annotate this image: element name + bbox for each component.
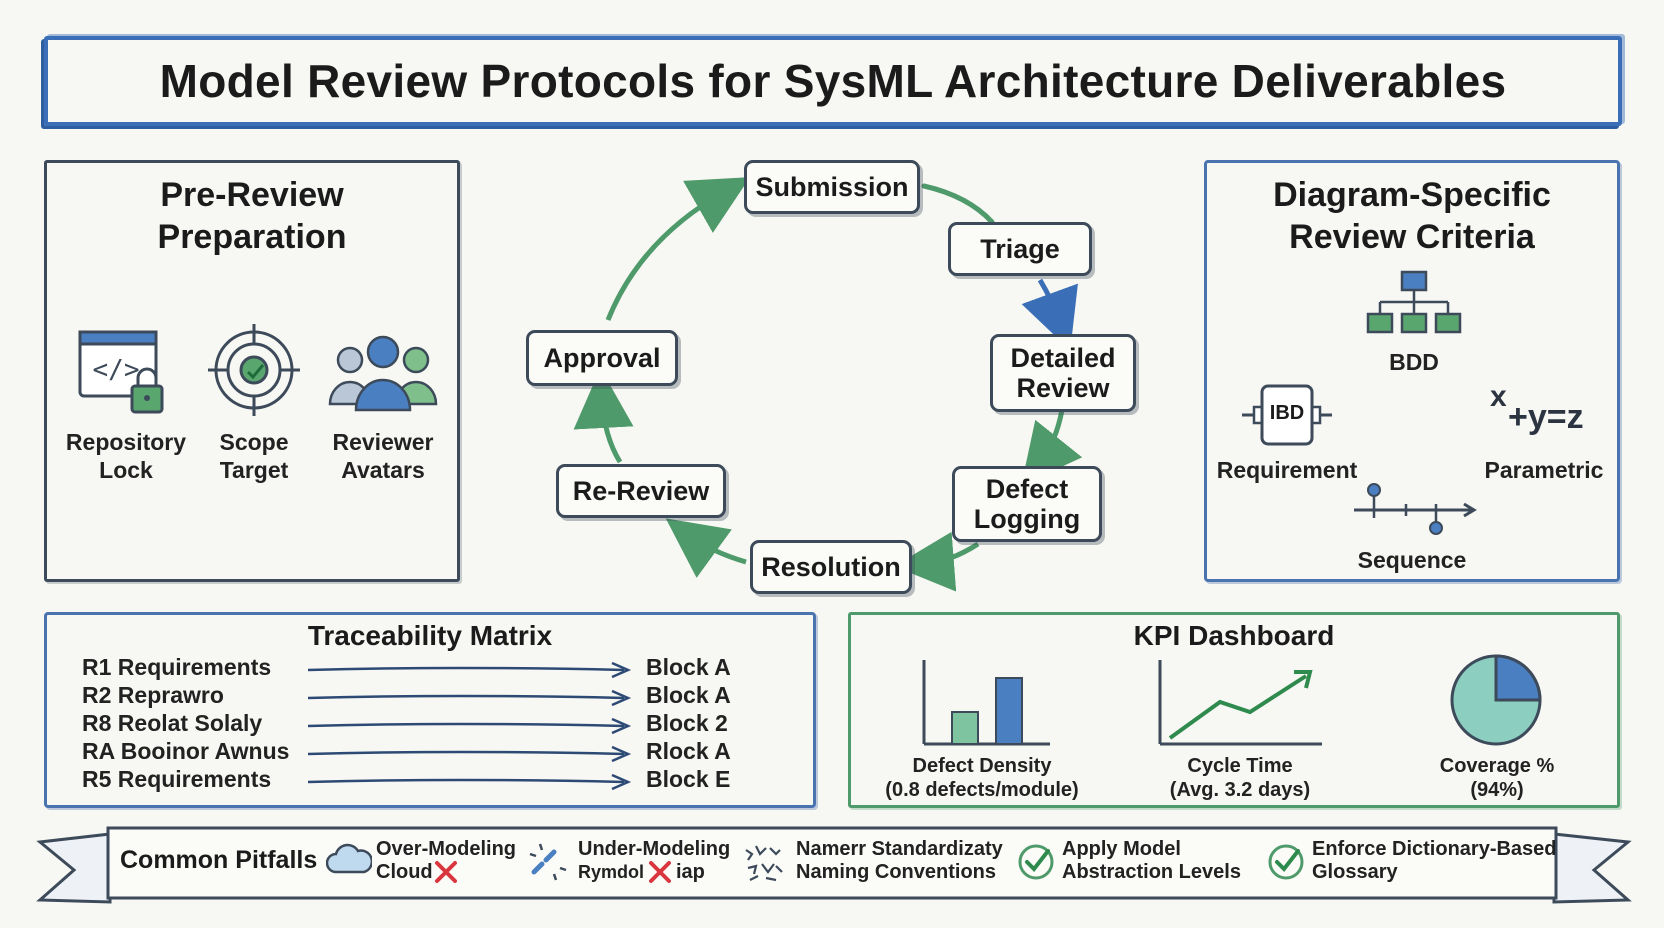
bdd-label: BDD (1389, 349, 1439, 375)
matrix-source: RA Booinor Awnus (82, 738, 290, 764)
matrix-source: R8 Reolat Solaly (82, 710, 263, 736)
pitfall-1-line2: Cloud (376, 861, 433, 883)
cycle-time-label: Cycle Time (Avg. 3.2 days) (1169, 755, 1311, 801)
reviewer-avatars-label: Reviewer Avatars (332, 429, 434, 483)
arrow-logging-resolution (894, 531, 980, 592)
ibd-icon-text: IBD (1269, 402, 1305, 424)
code-lock-icon: </> (76, 326, 176, 418)
arrow-triage-review (1021, 278, 1078, 351)
kpi-title: KPI Dashboard (1133, 620, 1335, 651)
diagram-criteria-panel (1204, 160, 1620, 582)
equation-icon: x +y=z (1490, 380, 1600, 450)
arrow-review-logging (1021, 409, 1083, 486)
line-chart-icon (1156, 656, 1326, 748)
matrix-source: R1 Requirements (82, 654, 272, 680)
matrix-source: R5 Requirements (82, 766, 272, 792)
kpi-panel (848, 612, 1620, 808)
matrix-arrow (307, 689, 632, 707)
defect-bar-2 (995, 677, 1023, 745)
step-re-review: Re-Review (556, 464, 726, 518)
pitfalls-title: Common Pitfalls (120, 846, 318, 874)
pie-chart-icon (1448, 652, 1544, 748)
check-icon (1016, 842, 1056, 882)
pre-review-panel (44, 160, 460, 582)
cloud-icon (325, 842, 374, 876)
traceability-panel (44, 612, 816, 808)
cross-icon (434, 860, 458, 884)
pitfall-2-line2b: iap (676, 861, 705, 883)
svg-text:</>: </> (93, 355, 140, 385)
parametric-label: Parametric (1484, 457, 1604, 483)
matrix-arrow (307, 717, 632, 735)
matrix-arrow (307, 745, 632, 763)
coverage-slice (1494, 654, 1542, 702)
traceability-title: Traceability Matrix (307, 620, 553, 651)
ibd-block-icon (1240, 380, 1334, 450)
matrix-target: Block E (646, 766, 731, 792)
hierarchy-icon (1364, 270, 1464, 340)
page-title: Model Review Protocols for SysML Archite… (159, 55, 1507, 107)
pitfall-4-line2: Abstraction Levels (1062, 861, 1241, 883)
pitfall-3-line2: Naming Conventions (796, 861, 997, 883)
diagram-criteria-title: Diagram-Specific Review Criteria (1273, 176, 1551, 256)
matrix-target: Rlock A (646, 738, 731, 764)
matrix-arrow (307, 773, 632, 791)
pitfall-2-line1: Under-Modeling (578, 838, 731, 860)
pre-review-title: Pre-Review Preparation (157, 176, 347, 256)
step-triage: Triage (948, 222, 1092, 276)
equation-rest: +y=z (1508, 398, 1584, 436)
defect-density-label: Defect Density (0.8 defects/module) (885, 755, 1079, 801)
pitfall-1-line1: Over-Modeling (376, 838, 517, 860)
step-approval: Approval (526, 330, 678, 386)
pitfall-4-line1: Apply Model (1062, 838, 1181, 860)
arrow-resolution-rereview (665, 518, 747, 578)
defect-bar-1 (951, 711, 979, 745)
matrix-target: Block A (646, 682, 731, 708)
matrix-target: Block 2 (646, 710, 728, 736)
arrow-rereview-approval (573, 368, 634, 464)
pitfall-5-line1: Enforce Dictionary-Based (1312, 838, 1557, 860)
title-frame (44, 36, 1622, 126)
pitfall-5-line2: Glossary (1312, 861, 1398, 883)
scribble-icon (742, 842, 788, 884)
arrow-submission-triage (921, 183, 995, 225)
requirement-label: Requirement (1216, 457, 1358, 483)
bar-chart-icon (920, 656, 1054, 748)
users-icon (328, 330, 438, 414)
matrix-target: Block A (646, 654, 731, 680)
step-resolution: Resolution (750, 540, 912, 594)
sequence-label: Sequence (1357, 547, 1467, 573)
repository-lock-label: Repository Lock (65, 429, 187, 483)
matrix-arrow (307, 661, 632, 679)
scope-target-label: Scope Target (219, 429, 289, 483)
coverage-label: Coverage % (94%) (1439, 755, 1555, 801)
check-icon-2 (1266, 842, 1306, 882)
step-submission: Submission (744, 160, 920, 214)
pitfall-3-line1: Namerr Standardizaty (796, 838, 1003, 860)
timeline-icon (1350, 478, 1480, 540)
target-icon (206, 322, 302, 418)
cross-icon-2 (648, 860, 672, 884)
step-defect-logging: Defect Logging (952, 466, 1102, 542)
pitfall-2-line2: Rymdol (578, 862, 645, 882)
matrix-source: R2 Reprawro (82, 682, 224, 708)
arrow-approval-submission (605, 177, 751, 321)
broken-link-icon (528, 842, 568, 882)
equation-x: x (1490, 380, 1507, 413)
step-detailed-review: Detailed Review (990, 334, 1136, 412)
